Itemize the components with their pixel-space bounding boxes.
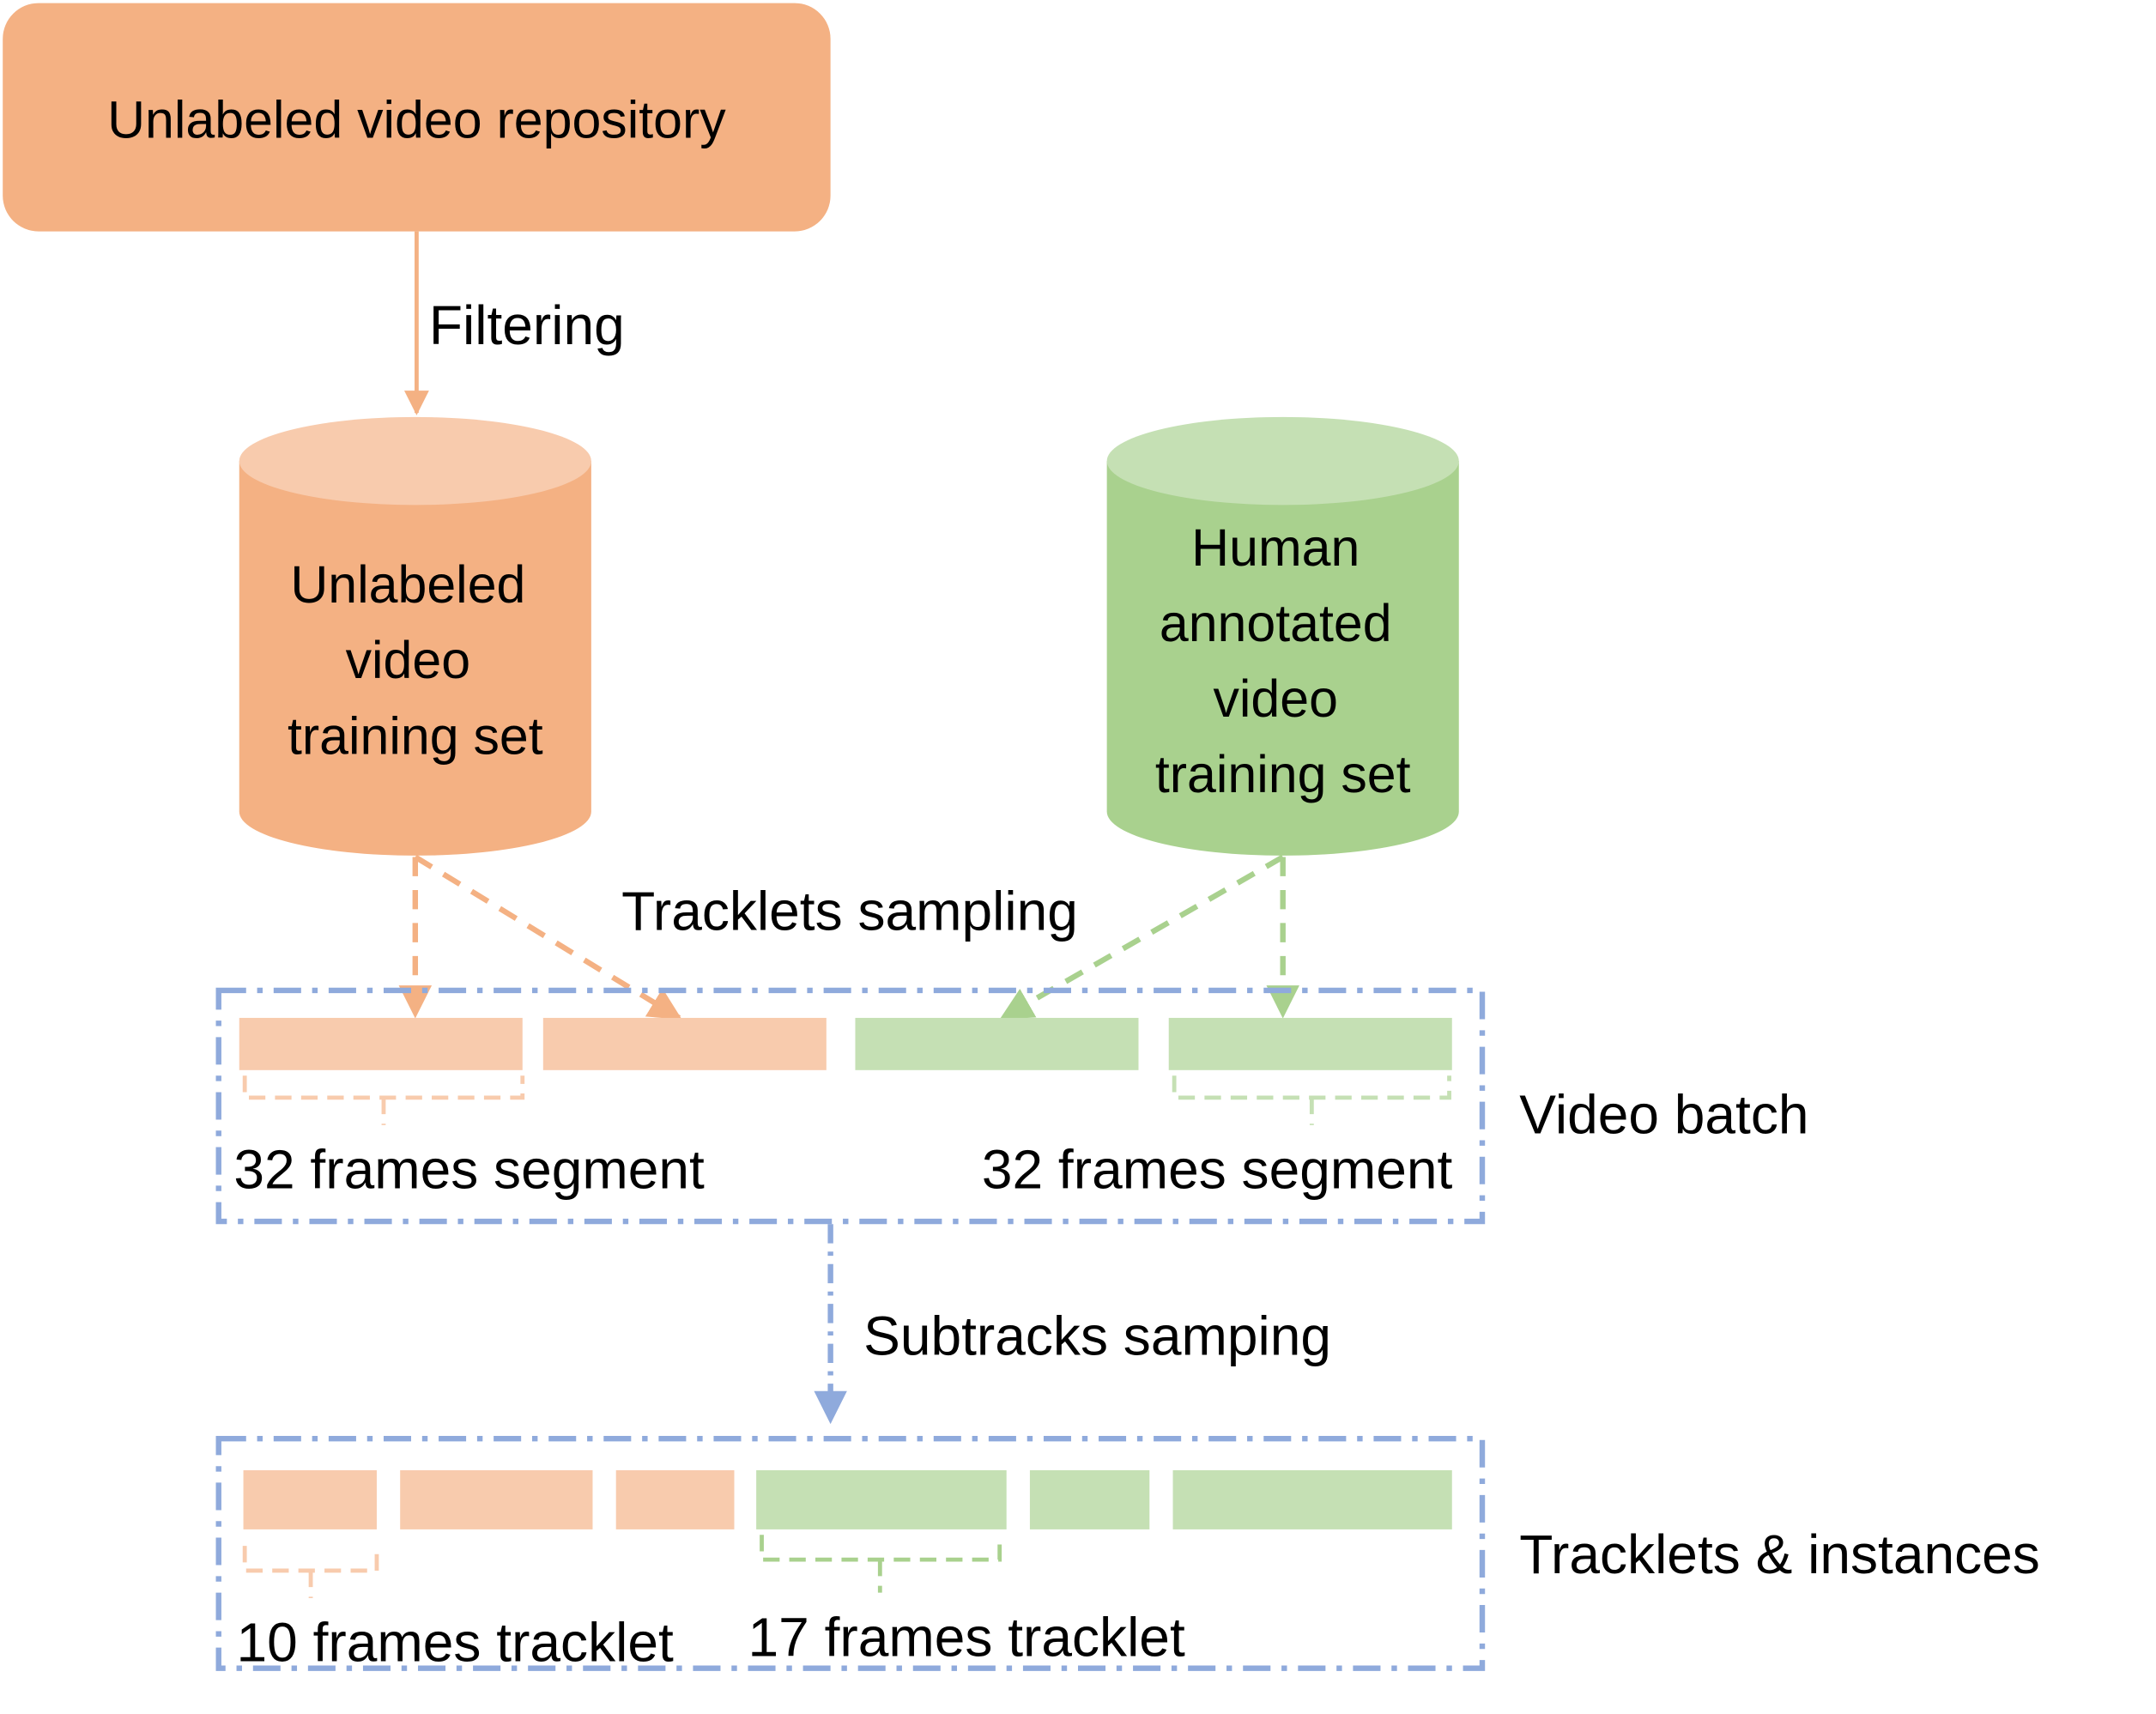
- tracklet-green-3: [1172, 1470, 1452, 1529]
- repository-label: Unlabeled video repository: [107, 91, 726, 149]
- batch-segment-green-2: [1168, 1017, 1452, 1070]
- tracklet-brace-right: [760, 1535, 1002, 1593]
- tracklets-sampling-label: Tracklets sampling: [621, 880, 1078, 942]
- batch-segment-orange-2: [542, 1017, 827, 1070]
- unlabeled-set-cylinder: [239, 416, 591, 856]
- tracklet-orange-3: [615, 1470, 735, 1529]
- video-batch-frame: [215, 987, 1486, 1225]
- tracklet-green-1: [756, 1470, 1007, 1529]
- annotated-set-label: Human annotated video training set: [1155, 518, 1411, 803]
- segment-right-label: 32 frames segment: [982, 1139, 1453, 1201]
- tracklet-left-label: 10 frames tracklet: [237, 1612, 674, 1674]
- sampling-arrow-orange-diagonal: [414, 854, 682, 1021]
- batch-segment-orange-1: [239, 1017, 523, 1070]
- filtering-label: Filtering: [429, 294, 625, 356]
- segment-brace-left: [242, 1075, 525, 1125]
- annotated-set-line-2: annotated: [1160, 594, 1392, 652]
- video-batch-label: Video batch: [1519, 1084, 1808, 1146]
- tracklets-label: Tracklets & instances: [1519, 1523, 2040, 1585]
- annotated-set-line-3: video: [1213, 669, 1338, 728]
- batch-segment-green-1: [855, 1017, 1139, 1070]
- annotated-set-line-4: training set: [1155, 745, 1411, 803]
- repository-box: [3, 3, 831, 232]
- tracklet-brace-left: [242, 1546, 379, 1598]
- tracklets-frame: [215, 1435, 1486, 1671]
- annotated-set-line-1: Human: [1191, 518, 1360, 577]
- unlabeled-set-label: Unlabeled video training set: [288, 555, 543, 765]
- unlabeled-set-line-3: training set: [288, 706, 543, 765]
- annotated-set-cylinder: [1106, 416, 1459, 856]
- tracklet-orange-1: [243, 1470, 377, 1529]
- tracklet-orange-2: [400, 1470, 593, 1529]
- segment-left-label: 32 frames segment: [233, 1139, 705, 1201]
- tracklet-right-label: 17 frames tracklet: [748, 1606, 1185, 1668]
- tracklet-green-2: [1029, 1470, 1150, 1529]
- unlabeled-set-line-2: video: [346, 631, 471, 689]
- subtracks-sampling-label: Subtracks samping: [863, 1305, 1331, 1366]
- unlabeled-set-line-1: Unlabeled: [290, 555, 525, 614]
- segment-brace-right: [1172, 1075, 1451, 1125]
